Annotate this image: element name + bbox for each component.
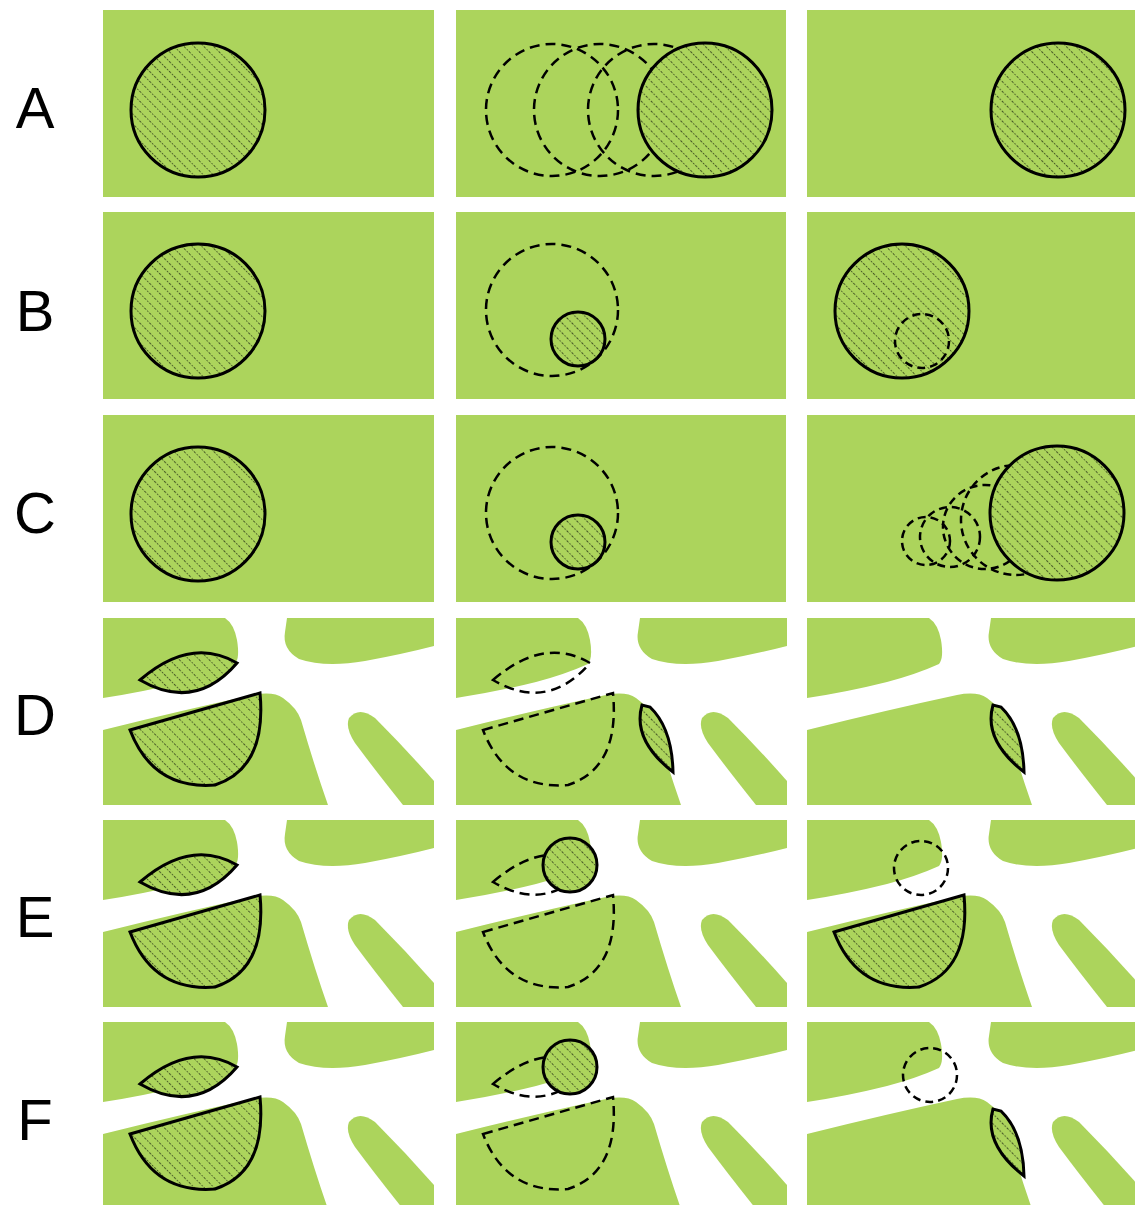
row-label: C [14,484,56,542]
row-label: D [14,686,56,744]
row-label: A [16,79,55,137]
row-label: E [16,888,55,946]
row-label: F [17,1091,52,1149]
row-label: B [16,282,55,340]
